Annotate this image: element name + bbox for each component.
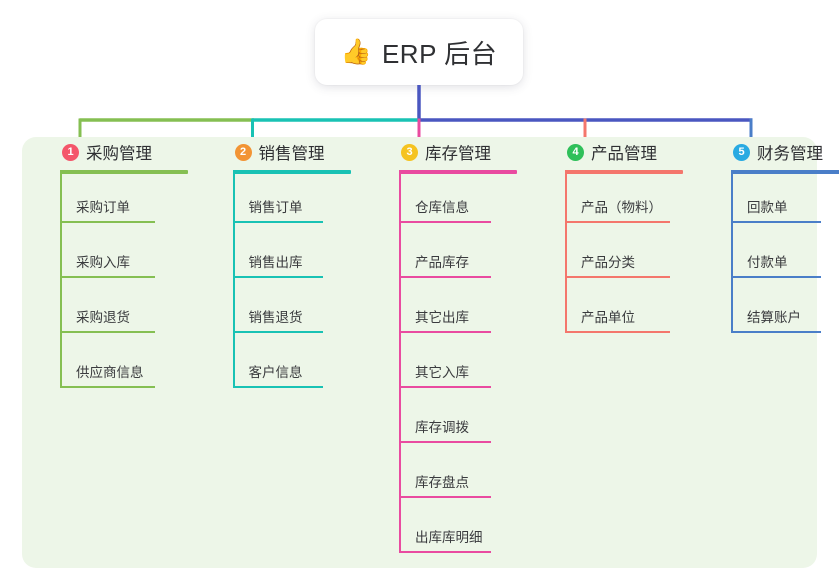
column-badge: 4: [567, 143, 584, 161]
column-header[interactable]: 4 产品管理: [549, 137, 724, 167]
leaf-item[interactable]: 供应商信息: [60, 351, 155, 388]
leaf-item-label: 采购入库: [76, 255, 130, 270]
leaf-item-label: 结算账户: [747, 310, 801, 325]
leaf-item-rule: [731, 331, 821, 333]
leaf-item-label: 采购订单: [76, 200, 130, 215]
column-header-rule: [731, 170, 839, 174]
leaf-item[interactable]: 其它出库: [399, 296, 491, 333]
leaf-item-rule: [565, 331, 670, 333]
column-header[interactable]: 2 销售管理: [217, 137, 377, 167]
leaf-item[interactable]: 产品单位: [565, 296, 670, 333]
leaf-item-label: 产品分类: [581, 255, 635, 270]
column-rail: [731, 170, 733, 333]
column-badge: 2: [234, 143, 252, 161]
leaf-item[interactable]: 采购入库: [60, 241, 155, 278]
leaf-item[interactable]: 仓库信息: [399, 186, 491, 223]
leaf-item-rule: [232, 386, 323, 388]
column-group: 2 销售管理 销售订单销售出库销售退货客户信息: [217, 137, 377, 388]
leaf-item[interactable]: 销售订单: [232, 186, 323, 223]
leaf-item-label: 销售出库: [248, 255, 303, 270]
leaf-item-rule: [399, 551, 491, 553]
leaf-item-rule: [60, 331, 155, 333]
leaf-item[interactable]: 采购退货: [60, 296, 155, 333]
root-node-title: ERP 后台: [381, 38, 498, 69]
leaf-item-label: 供应商信息: [76, 365, 144, 380]
leaf-item[interactable]: 销售退货: [232, 296, 323, 333]
leaf-item-label: 产品库存: [415, 255, 469, 270]
leaf-item-rule: [232, 221, 323, 223]
leaf-item[interactable]: 回款单: [731, 186, 821, 223]
leaf-item-label: 产品（物料）: [581, 200, 662, 215]
column-title: 产品管理: [591, 145, 657, 163]
column-title: 库存管理: [425, 145, 491, 163]
leaf-item-rule: [731, 276, 821, 278]
leaf-item[interactable]: 库存盘点: [399, 461, 491, 498]
thumbs-up-icon: 👍: [340, 37, 372, 66]
leaf-item-rule: [399, 496, 491, 498]
root-node-card[interactable]: 👍 ERP 后台: [315, 19, 523, 85]
leaf-item-rule: [565, 221, 670, 223]
leaf-item[interactable]: 产品库存: [399, 241, 491, 278]
leaf-item-label: 采购退货: [76, 310, 130, 325]
leaf-item[interactable]: 采购订单: [60, 186, 155, 223]
column-title: 财务管理: [757, 145, 823, 163]
column-header-rule: [60, 170, 188, 174]
column-rail: [565, 170, 567, 333]
leaf-item-rule: [60, 221, 155, 223]
column-group: 4 产品管理 产品（物料） 产品分类产品单位: [549, 137, 724, 333]
leaf-item-rule: [60, 276, 155, 278]
column-title: 采购管理: [86, 145, 152, 163]
column-group: 1 采购管理 采购订单采购入库采购退货供应商信息: [44, 137, 204, 388]
leaf-item[interactable]: 客户信息: [232, 351, 323, 388]
column-rail: [399, 170, 401, 553]
leaf-item-label: 产品单位: [581, 310, 635, 325]
leaf-item-rule: [731, 221, 821, 223]
leaf-item-label: 其它入库: [415, 365, 469, 380]
leaf-item[interactable]: 出库库明细: [399, 516, 491, 553]
leaf-item[interactable]: 结算账户: [731, 296, 821, 333]
leaf-item-label: 销售订单: [248, 200, 303, 215]
leaf-item-label: 销售退货: [248, 310, 303, 325]
column-rail: [232, 170, 235, 388]
leaf-item[interactable]: 产品分类: [565, 241, 670, 278]
column-badge: 3: [401, 143, 418, 161]
leaf-item[interactable]: 付款单: [731, 241, 821, 278]
column-header[interactable]: 3 库存管理: [383, 137, 548, 167]
column-header-rule: [565, 170, 683, 174]
column-header[interactable]: 5 财务管理: [715, 137, 839, 167]
column-group: 3 库存管理 仓库信息产品库存其它出库其它入库库存调拨库存盘点出库库明细: [383, 137, 548, 553]
column-header[interactable]: 1 采购管理: [44, 137, 204, 167]
leaf-item-label: 付款单: [747, 255, 788, 270]
leaf-item-label: 库存盘点: [415, 475, 469, 490]
leaf-item-rule: [399, 441, 491, 443]
leaf-item[interactable]: 库存调拨: [399, 406, 491, 443]
leaf-item-label: 其它出库: [415, 310, 469, 325]
leaf-item-rule: [565, 276, 670, 278]
leaf-item-label: 库存调拨: [415, 420, 469, 435]
leaf-item[interactable]: 产品（物料）: [565, 186, 670, 223]
leaf-item-rule: [232, 276, 323, 278]
column-badge: 1: [62, 143, 79, 161]
leaf-item-label: 出库库明细: [415, 530, 483, 545]
leaf-item-label: 回款单: [747, 200, 788, 215]
leaf-item[interactable]: 其它入库: [399, 351, 491, 388]
leaf-item-rule: [60, 386, 155, 388]
leaf-item-rule: [399, 386, 491, 388]
leaf-item[interactable]: 销售出库: [232, 241, 323, 278]
leaf-item-label: 客户信息: [248, 365, 303, 380]
leaf-item-rule: [232, 331, 323, 333]
leaf-item-rule: [399, 221, 491, 223]
column-group: 5 财务管理 回款单付款单结算账户: [715, 137, 839, 333]
leaf-item-rule: [399, 276, 491, 278]
column-header-rule: [399, 170, 517, 174]
column-badge: 5: [733, 143, 750, 161]
leaf-item-rule: [399, 331, 491, 333]
column-rail: [60, 170, 62, 388]
diagram-panel: 1 采购管理 采购订单采购入库采购退货供应商信息 2 销售管理 销售订单销售出库…: [22, 137, 839, 568]
leaf-item-label: 仓库信息: [415, 200, 469, 215]
column-header-rule: [232, 170, 351, 174]
column-title: 销售管理: [258, 145, 325, 163]
